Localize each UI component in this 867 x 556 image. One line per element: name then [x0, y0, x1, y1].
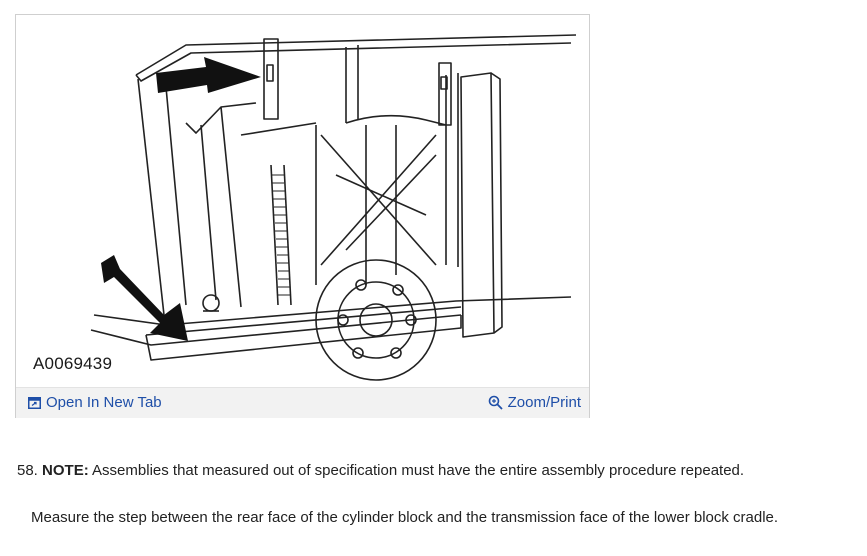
figure-container: A0069439 Open In New Tab Zoom/Print [15, 14, 590, 418]
open-in-new-tab-label: Open In New Tab [46, 394, 162, 411]
figure-code-label: A0069439 [33, 354, 113, 373]
arrow-bottom-pointer [101, 255, 188, 341]
magnifier-icon [488, 395, 503, 410]
step-number: 58. [17, 462, 38, 479]
engine-block-diagram [90, 34, 577, 381]
open-in-new-tab-link[interactable]: Open In New Tab [28, 394, 162, 411]
step-note-line: 58. NOTE: Assemblies that measured out o… [17, 462, 744, 479]
step-instruction: Measure the step between the rear face o… [31, 509, 779, 526]
arrow-top-pointer [156, 57, 261, 93]
zoom-print-label: Zoom/Print [507, 394, 581, 411]
note-label: NOTE: [42, 462, 89, 479]
zoom-print-link[interactable]: Zoom/Print [488, 394, 581, 411]
open-in-new-tab-icon [28, 396, 41, 409]
figure-toolbar: Open In New Tab Zoom/Print [16, 387, 589, 418]
note-text: Assemblies that measured out of specific… [92, 462, 745, 479]
